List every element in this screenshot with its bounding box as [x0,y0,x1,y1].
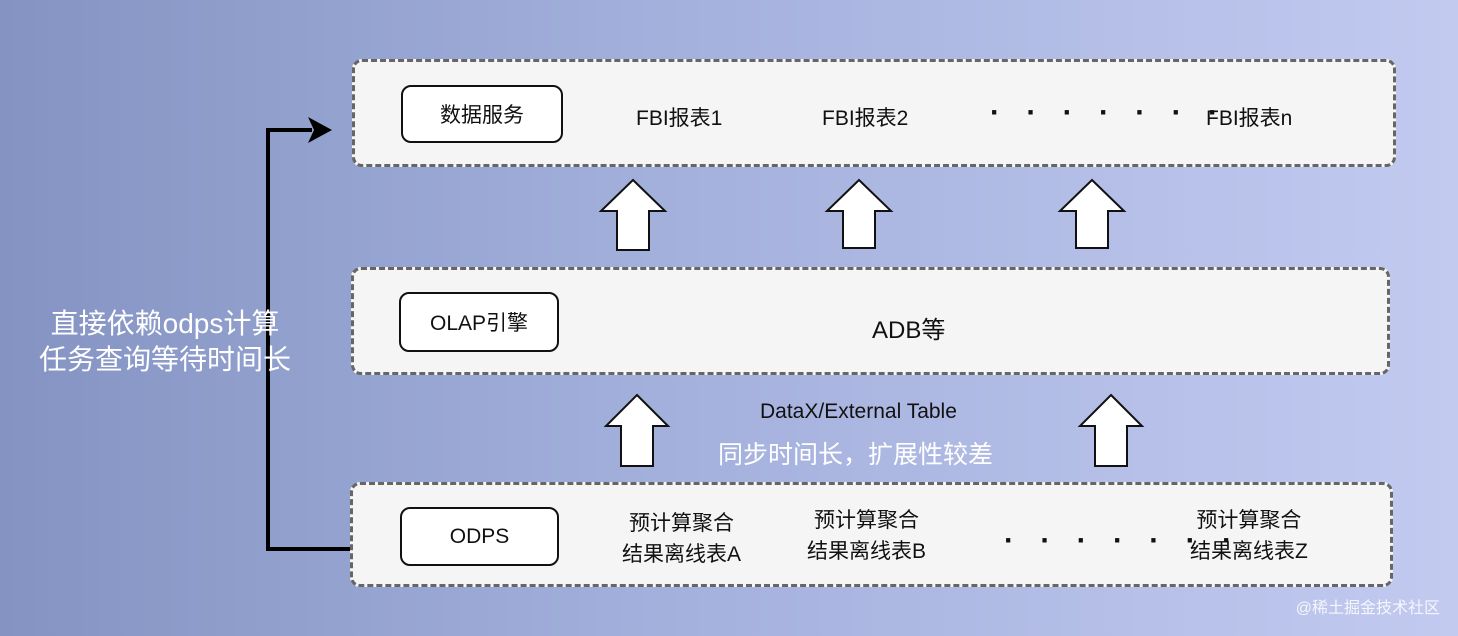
direct-query-connector [266,128,400,551]
direct-dependency-note-line2: 任务查询等待时间长 [38,344,291,375]
direct-dependency-note-line1: 直接依赖odps计算 [50,308,280,339]
direct-dependency-note: 直接依赖odps计算 任务查询等待时间长 [20,306,310,378]
report-ellipsis: · · · · · · · [990,96,1227,129]
offline-table-b-line2: 结果离线表B [807,540,927,563]
sync-up-arrow-left [603,393,671,467]
offline-table-a-line2: 结果离线表A [622,543,742,566]
offline-table-b: 预计算聚合 结果离线表B [807,505,926,567]
table-ellipsis: · · · · · · · [1004,524,1241,557]
offline-table-a: 预计算聚合 结果离线表A [622,508,741,570]
sync-up-arrow-right [1077,393,1145,467]
engine-value-label: ADB等 [872,317,946,344]
report-n-label: FBI报表n [1206,107,1293,130]
offline-table-b-line1: 预计算聚合 [814,509,919,532]
report-1-label: FBI报表1 [636,107,723,130]
olap-engine-node: OLAP引擎 [399,292,559,352]
direct-query-arrowhead [308,117,332,143]
query-up-arrow-1 [598,178,668,251]
data-service-node: 数据服务 [401,85,563,143]
sync-method-label: DataX/External Table [760,400,957,423]
offline-table-z-line1: 预计算聚合 [1196,509,1302,532]
sync-issue-label: 同步时间长，扩展性较差 [718,441,994,469]
watermark: @稀土掘金技术社区 [1295,600,1440,617]
query-up-arrow-2 [824,178,894,249]
offline-table-a-line1: 预计算聚合 [629,512,734,535]
report-2-label: FBI报表2 [822,107,909,130]
offline-table-z: 预计算聚合 结果离线表Z [1190,505,1308,567]
offline-table-z-line2: 结果离线表Z [1190,540,1308,563]
odps-node: ODPS [400,507,559,566]
query-up-arrow-3 [1057,178,1127,249]
